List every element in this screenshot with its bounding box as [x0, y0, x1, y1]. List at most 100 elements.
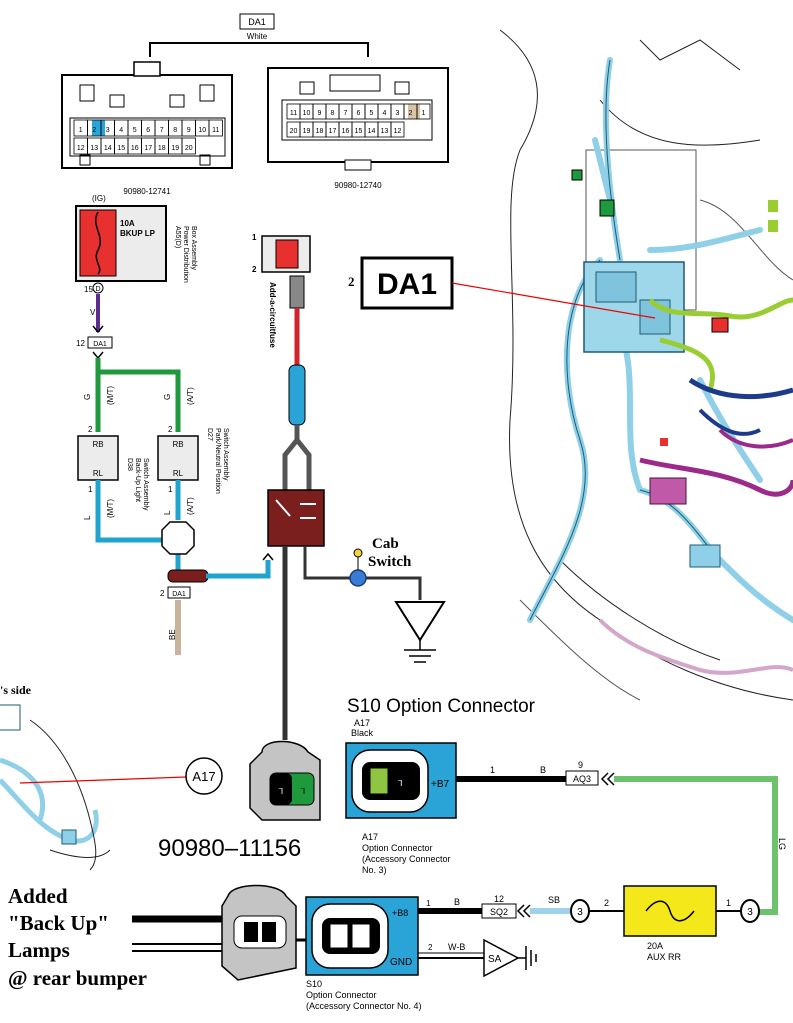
- fuse-box-name-2: Box Assembly: [190, 226, 197, 270]
- a17-callout-circle: [185, 757, 223, 795]
- s10-title: S10 Option Connector: [347, 696, 536, 717]
- s10-caption-2: (Accessory Connector No. 4): [306, 1001, 422, 1011]
- left-pin-top-label: 11: [212, 127, 219, 134]
- right-pin-bottom-label: 12: [394, 128, 402, 135]
- a17-pin: +B7: [431, 779, 450, 790]
- fuse-box-code: A55(D): [174, 226, 181, 248]
- s10-gnd: GND: [390, 957, 412, 968]
- da1-pin2: 2: [160, 589, 165, 598]
- right-pin-top-cell: [416, 103, 431, 120]
- d27-rb: RB: [172, 440, 183, 449]
- added-line4: @ rear bumper: [8, 966, 147, 990]
- svg-text:⅂: ⅂: [279, 787, 283, 796]
- da1-pin12-code: DA1: [93, 341, 107, 348]
- left-pin-top-label: 7: [160, 127, 164, 134]
- junction-3b: 3: [747, 907, 753, 918]
- right-pin-bottom-label: 19: [303, 128, 311, 135]
- wire-g-right: G: [163, 394, 172, 400]
- addacircuit-pin2: 2: [252, 265, 257, 274]
- left-pin-top-label: 9: [187, 127, 191, 134]
- aux-fuse-name: AUX RR: [647, 952, 682, 962]
- wire-g-mt: (M/T): [106, 386, 115, 405]
- right-pin-bottom-label: 15: [355, 128, 363, 135]
- d27-pin-bottom: 1: [168, 485, 173, 494]
- header-code: DA1: [248, 17, 266, 27]
- left-connector-housing: [61, 61, 233, 169]
- svg-text:⅂: ⅂: [301, 787, 305, 796]
- connector-11156: ⅂ ⅂: [249, 740, 321, 821]
- callout-num: 2: [348, 274, 355, 289]
- a17-caption-1: Option Connector: [362, 843, 433, 853]
- left-pin-top-label: 4: [119, 127, 123, 134]
- left-pin-bottom-label: 15: [117, 145, 125, 152]
- svg-text:⅂: ⅂: [398, 779, 402, 788]
- a17-caption-2: (Accessory Connector: [362, 854, 451, 864]
- d38-switch-box: [77, 435, 119, 481]
- left-pin-bottom-label: 14: [104, 145, 112, 152]
- callout-da1-box: [360, 256, 454, 310]
- aq3-code: AQ3: [573, 774, 591, 784]
- fuse-symbol-icon: [95, 211, 101, 275]
- right-pin-top-label: 10: [303, 110, 311, 117]
- a17-callout: A17: [192, 769, 215, 784]
- right-pin-top-label: 3: [396, 110, 400, 117]
- left-pin-bottom-cell: [181, 137, 196, 155]
- left-pin-top-cell: [208, 119, 223, 137]
- sa-label: SA: [488, 954, 502, 965]
- fuse-box-name-1: Power Distribution: [182, 226, 189, 283]
- wire-g-at: (A/T): [186, 387, 195, 405]
- left-pin-top-label: 2: [92, 127, 96, 134]
- left-pin-top-label: 8: [173, 127, 177, 134]
- addacircuit-pin1: 1: [252, 233, 257, 242]
- d38-pin-top: 2: [88, 425, 93, 434]
- left-pin-bottom-label: 12: [77, 145, 85, 152]
- right-connector-part: 90980-12740: [334, 181, 382, 190]
- connector-header: DA1 White: [149, 13, 369, 57]
- d27-rl: RL: [173, 469, 184, 478]
- right-pin-top-label: 4: [383, 110, 387, 117]
- left-pin-top-label: 5: [133, 127, 137, 134]
- wire-wb: W-B: [448, 942, 465, 952]
- right-pin-bottom-label: 18: [316, 128, 324, 135]
- connector-rear-lamps: [221, 884, 297, 981]
- a17-block-code: A17: [354, 718, 370, 728]
- ground-symbol-icon: [404, 640, 436, 663]
- wire-lg: LG: [777, 838, 787, 850]
- right-pin-top-label: 2: [409, 110, 413, 117]
- left-pin-bottom-label: 13: [90, 145, 98, 152]
- d27-name-2: Switch Assembly: [222, 428, 229, 481]
- left-pin-top-label: 6: [146, 127, 150, 134]
- right-pin-top-label: 8: [331, 110, 335, 117]
- s10-wire-num1: 1: [426, 899, 431, 908]
- left-pin-bottom-label: 18: [158, 145, 166, 152]
- s10-b8: +B8: [392, 908, 408, 918]
- part-number-11156: 90980–11156: [158, 835, 301, 862]
- left-pin-bottom-label: 19: [171, 145, 179, 152]
- cab-switch-line1: Cab: [372, 536, 399, 552]
- aux-pin-left: 2: [604, 898, 609, 908]
- a17-caption-3: No. 3): [362, 865, 387, 875]
- drivers-side-label: 's side: [0, 683, 32, 697]
- addacircuit-label: Add-a-circuitfuse: [268, 282, 277, 348]
- left-pin-bottom-label: 16: [131, 145, 139, 152]
- splice-octagon-icon: [161, 521, 195, 555]
- aux-fuse-icon: [645, 900, 695, 922]
- d27-pin-top: 2: [168, 425, 173, 434]
- left-pin-bottom-label: 20: [185, 145, 193, 152]
- fuse-pin: 15: [84, 285, 93, 294]
- right-pin-bottom-label: 20: [290, 128, 298, 135]
- s10-caption-1: Option Connector: [306, 990, 377, 1000]
- aux-pin-right: 1: [726, 898, 731, 908]
- left-pin-top-label: 10: [198, 127, 206, 134]
- right-pin-top-label: 1: [422, 110, 426, 117]
- added-line1: Added: [8, 884, 68, 908]
- right-pin-top-label: 9: [318, 110, 322, 117]
- cab-switch-line2: Switch: [368, 554, 412, 570]
- s10-caption-code: S10: [306, 979, 322, 989]
- wire-be: BE: [168, 629, 177, 640]
- wire-l-right: L: [163, 510, 172, 515]
- sa-ground-icon: [483, 938, 520, 978]
